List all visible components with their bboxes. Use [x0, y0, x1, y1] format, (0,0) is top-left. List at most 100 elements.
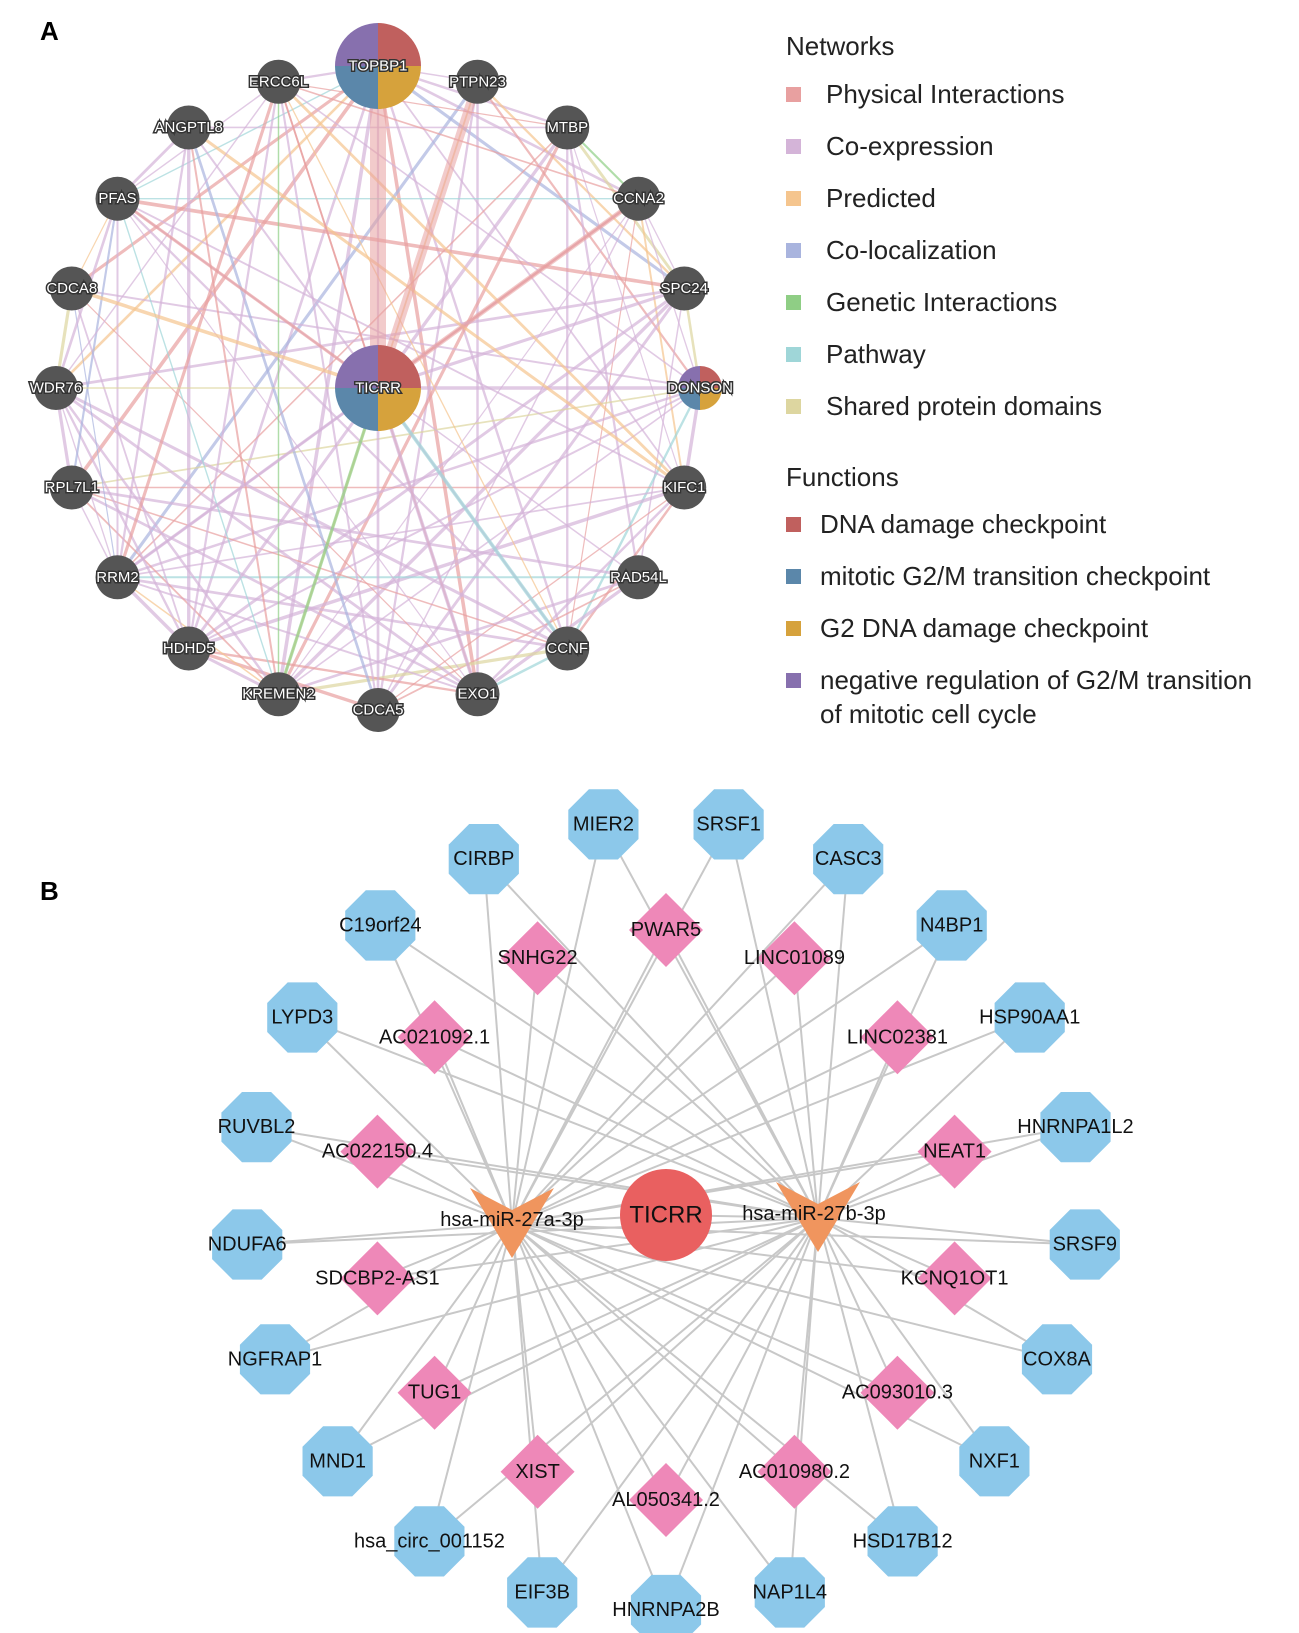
network-edge — [566, 198, 640, 649]
mrna-node-ruvbl2[interactable]: RUVBL2 — [218, 1092, 296, 1163]
gene-node-exo1[interactable]: EXO1 — [455, 672, 500, 717]
gene-node-circle — [616, 176, 661, 221]
mrna-octagon — [1021, 1324, 1093, 1395]
regulatory-edge — [817, 859, 850, 1219]
gene-node-mtbp[interactable]: MTBP — [545, 105, 590, 150]
gene-node-ercc6l[interactable]: ERCC6L — [247, 59, 310, 104]
gene-node-rpl7l1[interactable]: RPL7L1 — [43, 465, 100, 510]
regulatory-edge — [247, 1223, 513, 1246]
gene-node-label: ERCC6L — [249, 73, 308, 90]
mirna-node-hsa-mir-27b-3p[interactable]: hsa-miR-27b-3p — [742, 1182, 886, 1252]
mrna-node-n4bp1[interactable]: N4BP1 — [916, 890, 987, 961]
gene-node-donson[interactable]: DONSON — [666, 366, 734, 410]
mrna-node-hsp90aa1[interactable]: HSP90AA1 — [979, 982, 1080, 1053]
lncrna-node-ac093010-3[interactable]: AC093010.3 — [842, 1355, 953, 1430]
lncrna-node-al050341-2[interactable]: AL050341.2 — [612, 1463, 720, 1537]
gene-node-rrm2[interactable]: RRM2 — [95, 555, 140, 600]
gene-node-rad54l[interactable]: RAD54L — [609, 555, 668, 600]
gene-node-ccnf[interactable]: CCNF — [545, 626, 590, 671]
node-label: LINC02381 — [847, 1026, 948, 1048]
mrna-node-mier2[interactable]: MIER2 — [568, 789, 639, 860]
pie-slice-mit — [678, 388, 700, 410]
legend-network-pathway: Pathway — [786, 339, 926, 369]
center-node-ticrr[interactable]: TICRR — [620, 1169, 712, 1261]
lncrna-node-kcnq1ot1[interactable]: KCNQ1OT1 — [901, 1241, 1009, 1316]
lncrna-diamond — [917, 1114, 992, 1189]
regulatory-edge — [817, 1217, 899, 1394]
mrna-node-srsf1[interactable]: SRSF1 — [693, 789, 764, 860]
mrna-node-cox8a[interactable]: COX8A — [1021, 1324, 1093, 1395]
gene-node-kremen2[interactable]: KREMEN2 — [241, 672, 316, 717]
mrna-node-hsd17b12[interactable]: HSD17B12 — [853, 1506, 953, 1577]
gene-node-ccna2[interactable]: CCNA2 — [612, 176, 665, 221]
lncrna-node-pwar5[interactable]: PWAR5 — [629, 893, 703, 967]
mrna-node-casc3[interactable]: CASC3 — [813, 824, 884, 895]
mrna-node-ndufa6[interactable]: NDUFA6 — [208, 1209, 287, 1280]
mrna-node-hnrnpa1l2[interactable]: HNRNPA1L2 — [1017, 1092, 1134, 1163]
lncrna-diamond — [629, 893, 703, 967]
mrna-node-lypd3[interactable]: LYPD3 — [267, 982, 338, 1053]
lncrna-node-linc02381[interactable]: LINC02381 — [847, 1000, 948, 1075]
mrna-node-nap1l4[interactable]: NAP1L4 — [753, 1557, 828, 1628]
legend-networks-list: Physical InteractionsCo-expressionPredic… — [786, 79, 1102, 421]
mrna-node-srsf9[interactable]: SRSF9 — [1049, 1209, 1120, 1280]
gene-node-topbp1[interactable]: TOPBP1 — [335, 23, 421, 109]
lncrna-node-tug1[interactable]: TUG1 — [397, 1355, 472, 1430]
gene-node-label: CCNA2 — [613, 190, 664, 207]
gene-node-angptl8[interactable]: ANGPTL8 — [153, 105, 224, 150]
gene-node-cdca5[interactable]: CDCA5 — [351, 688, 405, 732]
network-edge — [70, 288, 190, 649]
gene-node-wdr76[interactable]: WDR76 — [28, 366, 84, 410]
legend-network-physical-interactions: Physical Interactions — [786, 79, 1064, 109]
node-label: NAP1L4 — [753, 1581, 828, 1603]
lncrna-node-xist[interactable]: XIST — [500, 1434, 575, 1509]
legend-function-dna: DNA damage checkpoint — [786, 509, 1107, 539]
mirna-node-hsa-mir-27a-3p[interactable]: hsa-miR-27a-3p — [440, 1188, 584, 1258]
gene-node-hdhd5[interactable]: HDHD5 — [161, 626, 216, 671]
gene-node-center[interactable]: TICRR — [335, 345, 421, 431]
lncrna-node-neat1[interactable]: NEAT1 — [917, 1114, 992, 1189]
regulatory-edge — [511, 823, 730, 1225]
mrna-node-hnrnpa2b[interactable]: HNRNPA2B — [612, 1574, 720, 1633]
lncrna-node-linc01089[interactable]: LINC01089 — [744, 921, 845, 996]
network-edge — [377, 64, 640, 200]
mrna-node-ngfrap1[interactable]: NGFRAP1 — [228, 1324, 322, 1395]
mrna-node-eif3b[interactable]: EIF3B — [507, 1557, 578, 1628]
mrna-octagon — [1040, 1092, 1111, 1163]
mrna-node-nxf1[interactable]: NXF1 — [959, 1426, 1030, 1497]
regulatory-edge — [536, 957, 819, 1219]
gene-node-label: PFAS — [98, 190, 136, 207]
gene-node-spc24[interactable]: SPC24 — [659, 266, 710, 311]
lncrna-node-sdcbp2-as1[interactable]: SDCBP2-AS1 — [315, 1241, 440, 1316]
mrna-node-mnd1[interactable]: MND1 — [302, 1426, 373, 1497]
node-label: CIRBP — [453, 848, 514, 870]
mrna-node-cirbp[interactable]: CIRBP — [448, 824, 519, 895]
network-edge — [377, 286, 685, 390]
gene-node-label: KREMEN2 — [242, 686, 315, 703]
node-label: SRSF1 — [696, 813, 760, 835]
mrna-node-hsa-circ-001152[interactable]: hsa_circ_001152 — [354, 1506, 505, 1577]
lncrna-node-snhg22[interactable]: SNHG22 — [498, 921, 578, 996]
gene-node-circle — [166, 105, 211, 150]
gene-node-pfas[interactable]: PFAS — [95, 176, 140, 221]
mrna-octagon — [630, 1574, 702, 1633]
gene-node-kifc1[interactable]: KIFC1 — [661, 465, 707, 510]
lncrna-node-ac022150-4[interactable]: AC022150.4 — [322, 1114, 433, 1189]
legend-swatch — [786, 621, 801, 636]
node-label: NDUFA6 — [208, 1234, 287, 1256]
network-edge — [116, 386, 379, 579]
mirna-arrow — [776, 1182, 860, 1252]
gene-node-circle — [95, 555, 140, 600]
lncrna-node-ac021092-1[interactable]: AC021092.1 — [379, 1000, 490, 1075]
node-label: LINC01089 — [744, 947, 845, 969]
node-label: TUG1 — [408, 1382, 461, 1404]
gene-node-circle — [545, 626, 590, 671]
mrna-node-c19orf24[interactable]: C19orf24 — [339, 890, 421, 961]
node-label: HSD17B12 — [853, 1530, 953, 1552]
gene-node-ptpn23[interactable]: PTPN23 — [448, 59, 507, 104]
lncrna-node-ac010980-2[interactable]: AC010980.2 — [739, 1434, 850, 1509]
gene-node-cdca8[interactable]: CDCA8 — [45, 266, 99, 311]
gene-node-circle — [34, 366, 78, 410]
legend-label: Genetic Interactions — [826, 287, 1057, 317]
